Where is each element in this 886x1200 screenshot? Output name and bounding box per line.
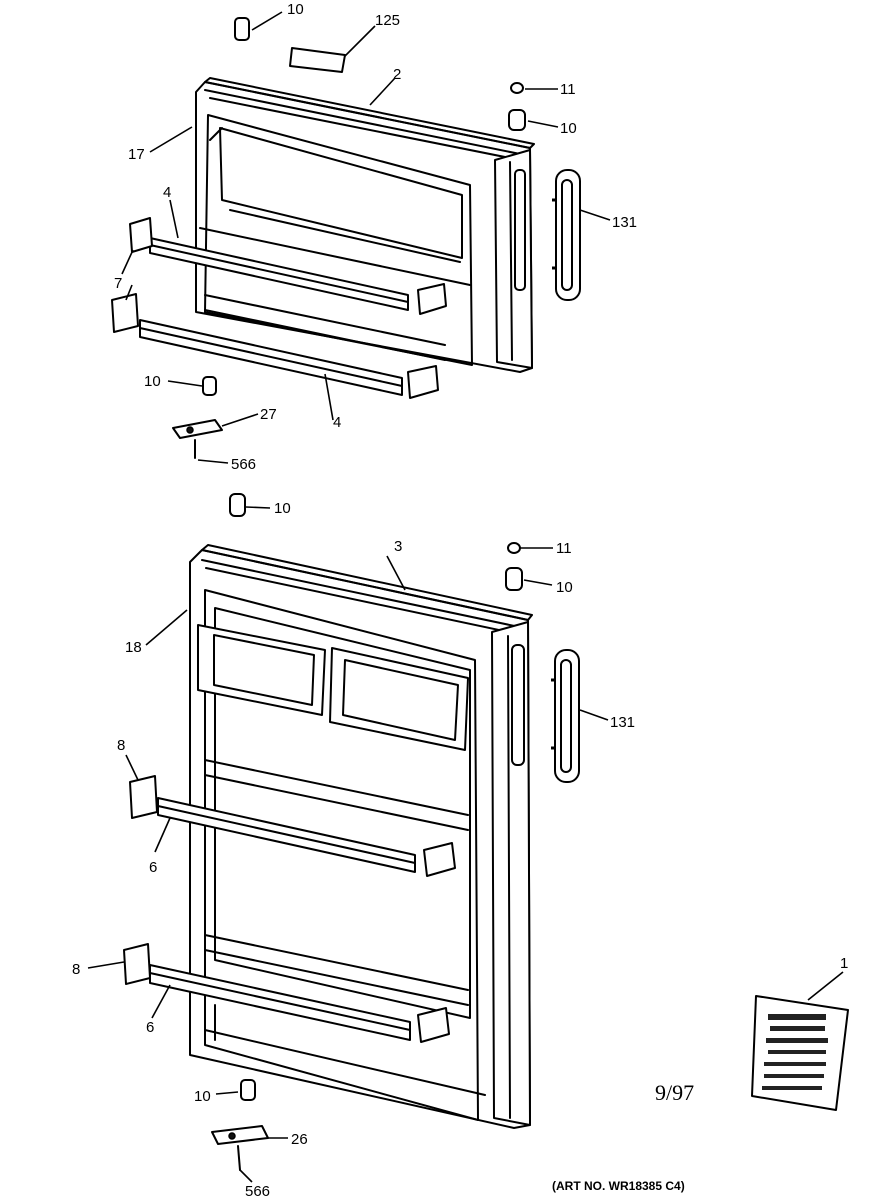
freezer-shelf-lower (111, 293, 439, 399)
callout-8-lower: 8 (72, 961, 80, 978)
freezer-hardware (172, 17, 526, 459)
callout-10-top: 10 (287, 1, 304, 18)
callout-1: 1 (840, 955, 848, 972)
fresh-food-shelf-lower (123, 943, 450, 1043)
callout-27: 27 (260, 406, 277, 423)
callout-11-lower: 11 (556, 540, 572, 557)
bushing-upper-right (508, 109, 526, 131)
callout-8-upper: 8 (117, 737, 125, 754)
callout-18: 18 (125, 639, 142, 656)
art-number: (ART NO. WR18385 C4) (552, 1179, 685, 1193)
bushing-bottom (240, 1079, 256, 1101)
callout-labels: 10 125 2 11 10 17 4 131 7 10 27 4 566 10… (72, 1, 848, 1200)
callout-6-upper: 6 (149, 859, 157, 876)
fresh-food-hardware (211, 493, 523, 1171)
callout-10-upper-right: 10 (560, 120, 577, 137)
callout-2: 2 (393, 66, 401, 83)
freezer-door (195, 77, 535, 373)
callout-6-lower: 6 (146, 1019, 154, 1036)
callout-131-lower: 131 (610, 714, 635, 731)
callout-131-upper: 131 (612, 214, 637, 231)
callout-4-lower: 4 (333, 414, 341, 431)
fresh-food-shelf-upper (129, 775, 456, 877)
data-plate (751, 995, 849, 1111)
bushing-top (234, 17, 250, 41)
callout-4-upper: 4 (163, 184, 171, 201)
date-code: 9/97 (655, 1080, 694, 1105)
screw-566-lower (237, 1145, 241, 1171)
freezer-handle (552, 169, 581, 301)
callout-10-lower-right: 10 (556, 579, 573, 596)
callout-17: 17 (128, 146, 145, 163)
callout-7: 7 (114, 275, 122, 292)
hinge-27 (172, 419, 223, 439)
callout-26: 26 (291, 1131, 308, 1148)
bushing-mid (229, 493, 246, 517)
callout-11-upper: 11 (560, 81, 576, 98)
bushing-upper-left (202, 376, 217, 396)
callout-125: 125 (375, 12, 400, 29)
callout-566-lower: 566 (245, 1183, 270, 1200)
leader-lines (87, 11, 844, 1183)
callout-10-upper-left: 10 (144, 373, 161, 390)
freezer-shelf-upper (129, 217, 447, 315)
trim-125 (289, 47, 346, 73)
fresh-food-door (189, 544, 533, 1129)
hinge-26 (211, 1125, 269, 1145)
callout-10-bottom: 10 (194, 1088, 211, 1105)
plug-11-lower (507, 542, 521, 554)
callout-566-upper: 566 (231, 456, 256, 473)
bushing-lower-right (505, 567, 523, 591)
callout-10-mid: 10 (274, 500, 291, 517)
plug-11-upper (510, 82, 524, 94)
callout-3: 3 (394, 538, 402, 555)
fresh-food-handle (551, 649, 580, 783)
